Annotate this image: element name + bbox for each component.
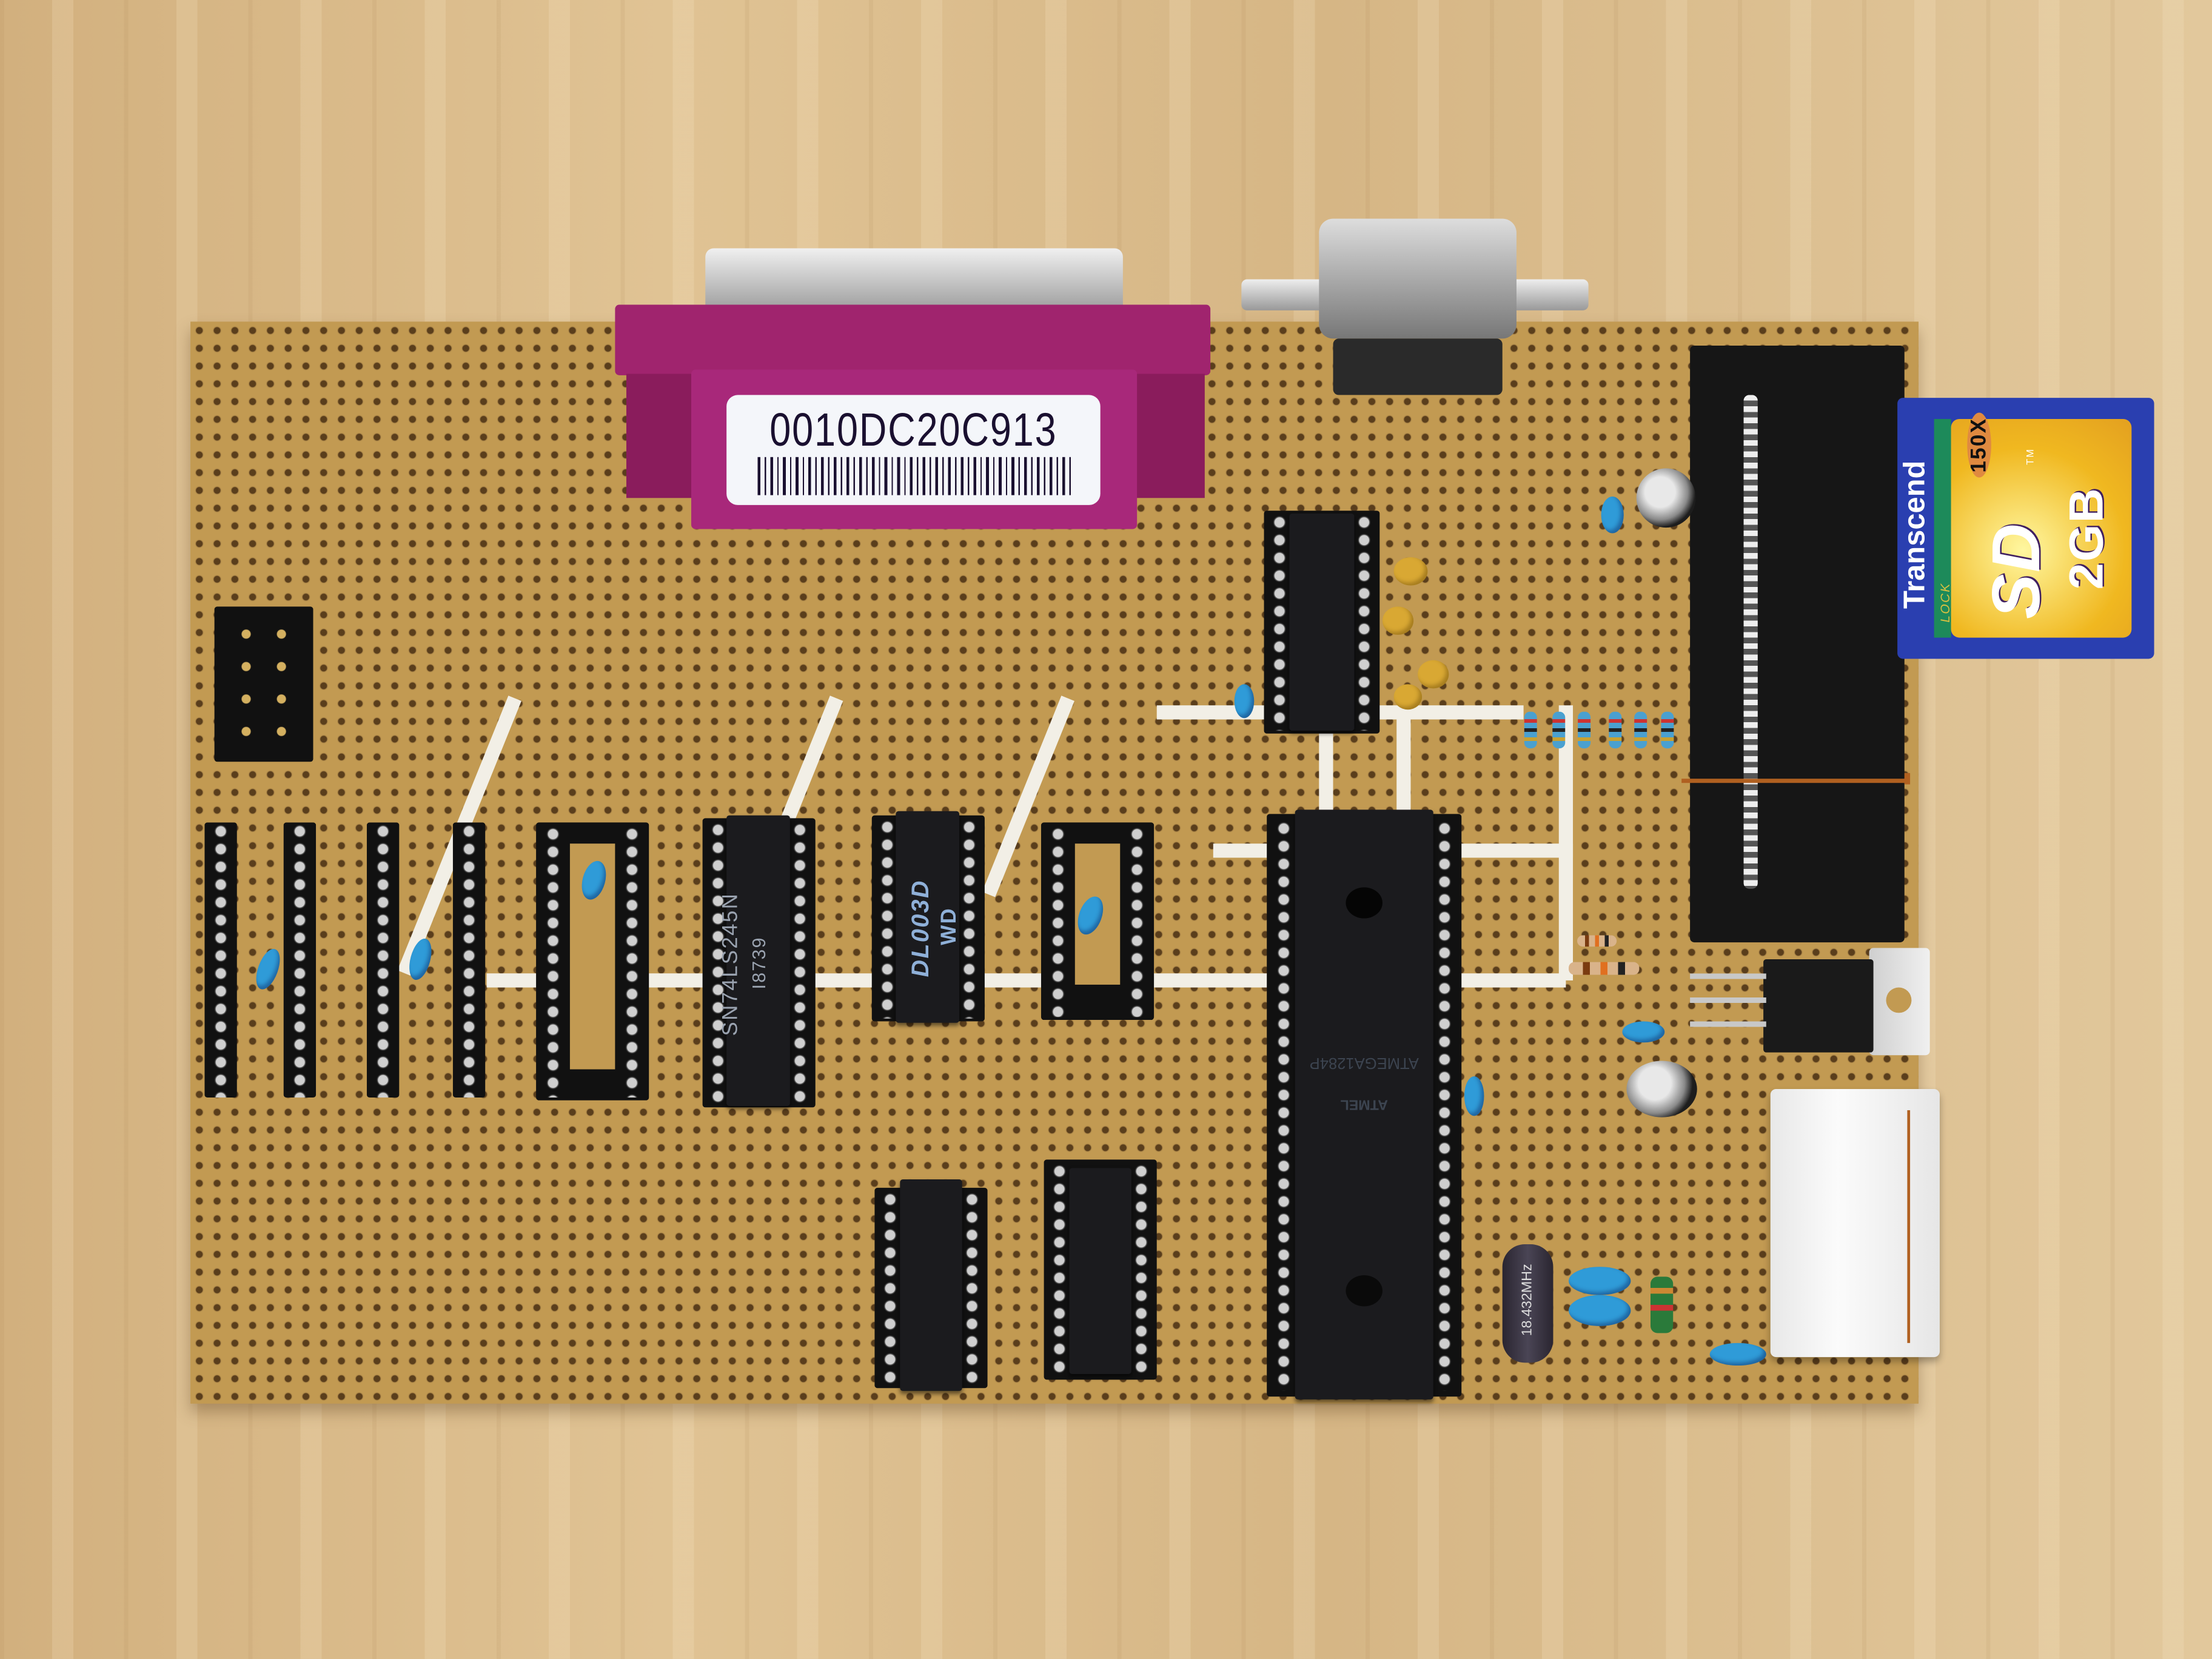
dip-socket-empty[interactable] [536, 822, 649, 1101]
sd-card-socket [1690, 345, 1905, 943]
ceramic-capacitor [1569, 1267, 1631, 1295]
resistor [1609, 711, 1622, 749]
header-pins [228, 618, 300, 751]
ic-part-number: DL003D [907, 879, 934, 977]
barcode-bars [757, 457, 1075, 495]
ic-pins-right [1351, 513, 1377, 731]
db9-shell [1319, 218, 1517, 339]
resistor [1634, 711, 1647, 749]
socket-solder-wires [1743, 395, 1758, 889]
mcu-pins-right [1430, 819, 1459, 1391]
trace-cut [1558, 705, 1574, 980]
ic-body [896, 811, 960, 1023]
ic-dl003d[interactable]: DL003D WD [871, 811, 985, 1023]
socket-strip[interactable] [366, 822, 400, 1098]
mcu-atmega[interactable]: ATMEGA1284P ATMEL [1267, 809, 1462, 1399]
socket-strip[interactable] [283, 822, 317, 1098]
barcode-text: 0010DC20C913 [769, 403, 1057, 456]
db9-pins [1333, 338, 1503, 395]
socket-pins-left [1044, 825, 1073, 1017]
sd-lock-label: LOCK [1938, 582, 1952, 623]
mcu-part-number: ATMEGA1284P [1309, 1053, 1419, 1071]
tantalum-capacitor [1418, 660, 1449, 689]
regulator-leads [1690, 973, 1766, 1039]
sd-trademark: TM [2026, 447, 2037, 465]
ic-body [726, 815, 790, 1106]
ic-sn74ls245n[interactable]: SN74LS245N I8739 [702, 815, 816, 1108]
ceramic-capacitor [1464, 1076, 1484, 1116]
ic-pins-right [959, 1190, 985, 1386]
db25-metal-shell [705, 248, 1123, 313]
electrolytic-capacitor [1636, 468, 1696, 528]
socket-strip[interactable] [204, 822, 237, 1098]
sd-card[interactable]: Transcend LOCK 150X SD TM 2GB [1897, 398, 2154, 659]
dimple [1346, 1275, 1382, 1307]
electrolytic-capacitor [1626, 1061, 1697, 1118]
db25-flange [615, 304, 1211, 375]
ceramic-capacitor [1622, 1021, 1665, 1043]
mounting-hole [1886, 987, 1912, 1013]
pin-header-2x4[interactable] [214, 606, 313, 762]
trace-cut [1319, 712, 1333, 819]
resistor [1661, 711, 1674, 749]
ceramic-capacitor [1234, 684, 1255, 719]
crystal-oscillator: 18.432MHz [1502, 1244, 1553, 1363]
resistor [1569, 962, 1640, 975]
ic-date-code: I8739 [748, 936, 770, 990]
ic-body [1069, 1168, 1131, 1375]
regulator-heatsink-tab [1869, 948, 1930, 1056]
ic-pins-right [956, 818, 982, 1019]
socket-pins-left [538, 825, 568, 1098]
ceramic-capacitor [1569, 1295, 1631, 1326]
ic-pins-left [1267, 513, 1293, 731]
ic-body [1289, 513, 1355, 731]
ic-body [900, 1179, 962, 1391]
ic-dip14-st[interactable] [874, 1179, 988, 1391]
sd-capacity: 2GB [2060, 486, 2114, 590]
ic-pins-left [877, 1190, 903, 1386]
copper-wire [1907, 1110, 1911, 1343]
resistor [1524, 711, 1537, 749]
socket-pins-right [618, 825, 646, 1098]
tantalum-capacitor [1393, 557, 1428, 586]
ic-dip14-top[interactable] [1264, 511, 1380, 734]
ceramic-capacitor [1709, 1342, 1766, 1366]
tantalum-capacitor [1393, 684, 1423, 710]
ic-pins-right [787, 821, 813, 1104]
inductor [1651, 1276, 1674, 1333]
tantalum-capacitor [1382, 606, 1414, 635]
barcode-label: 0010DC20C913 [726, 395, 1101, 505]
sd-brand: Transcend [1899, 460, 1931, 609]
socket-strip[interactable] [452, 822, 486, 1098]
copper-wire [1904, 773, 1911, 785]
mcu-body [1295, 809, 1433, 1399]
sd-logo: SD [1980, 522, 2055, 619]
resistor [1578, 711, 1591, 749]
ic-pins-right [1128, 1162, 1155, 1377]
ceramic-capacitor [1601, 496, 1624, 534]
voltage-regulator [1763, 959, 1874, 1053]
crystal-frequency: 18.432MHz [1520, 1264, 1536, 1336]
ic-part-number: SN74LS245N [719, 892, 743, 1036]
socket-pins-right [1122, 825, 1151, 1017]
pin1-dimple [1346, 887, 1382, 919]
trace-cut [1396, 712, 1411, 819]
sd-lock-stripe [1934, 418, 1951, 638]
db25-label-area[interactable]: 0010DC20C913 [691, 369, 1138, 529]
ic-dip16[interactable] [1044, 1159, 1157, 1380]
ic-pins-left [874, 818, 900, 1019]
ic-mark: WD [937, 907, 962, 945]
sd-speed-badge: 150X [1967, 412, 1991, 478]
resistor [1577, 935, 1617, 947]
power-connector[interactable] [1770, 1089, 1940, 1358]
copper-wire [1681, 779, 1908, 783]
ic-pins-left [1047, 1162, 1073, 1377]
resistor [1552, 711, 1566, 749]
mcu-pins-left [1269, 819, 1298, 1391]
mcu-brand: ATMEL [1340, 1096, 1388, 1112]
